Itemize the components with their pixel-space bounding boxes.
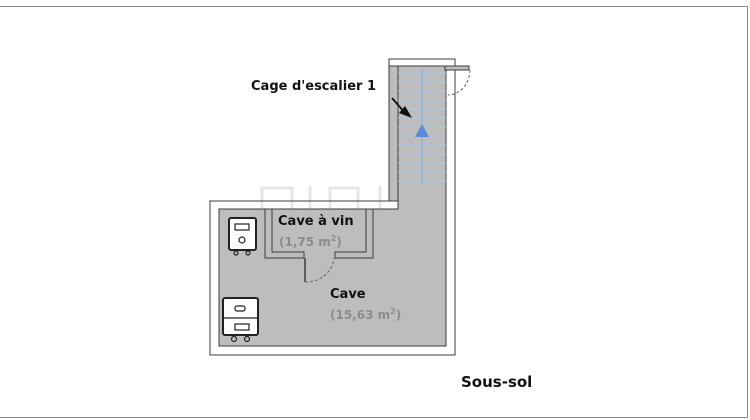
stair-label: Cage d'escalier 1 <box>251 79 376 94</box>
wine-cellar-label: Cave à vin <box>278 214 354 229</box>
stair-label-arrow <box>391 97 412 118</box>
outer-walls <box>209 58 456 356</box>
wine-cellar-area-close: ) <box>336 235 342 249</box>
wine-cellar-door <box>304 257 335 283</box>
cellar-area-close: ) <box>395 308 402 322</box>
wine-cellar-walls-right <box>334 208 374 259</box>
cellar-label: Cave <box>330 287 366 302</box>
boiler-icon <box>228 217 257 256</box>
cellar-area-exp: 2 <box>390 307 396 316</box>
cellar-area-value: (15,63 m <box>330 308 391 322</box>
wine-cellar-area-exp: 2 <box>330 234 337 243</box>
wine-cellar-area-value: (1,75 m <box>279 235 331 249</box>
cellar-area: (15,63 m2) <box>330 307 401 322</box>
stair-direction-arrow <box>415 124 429 137</box>
stair-door <box>444 65 471 96</box>
plan-frame <box>0 6 748 418</box>
water-heater-icon <box>222 297 259 343</box>
wine-cellar-area: (1,75 m2) <box>279 234 342 249</box>
level-label: Sous-sol <box>461 373 533 391</box>
wine-cellar-walls <box>264 208 305 259</box>
